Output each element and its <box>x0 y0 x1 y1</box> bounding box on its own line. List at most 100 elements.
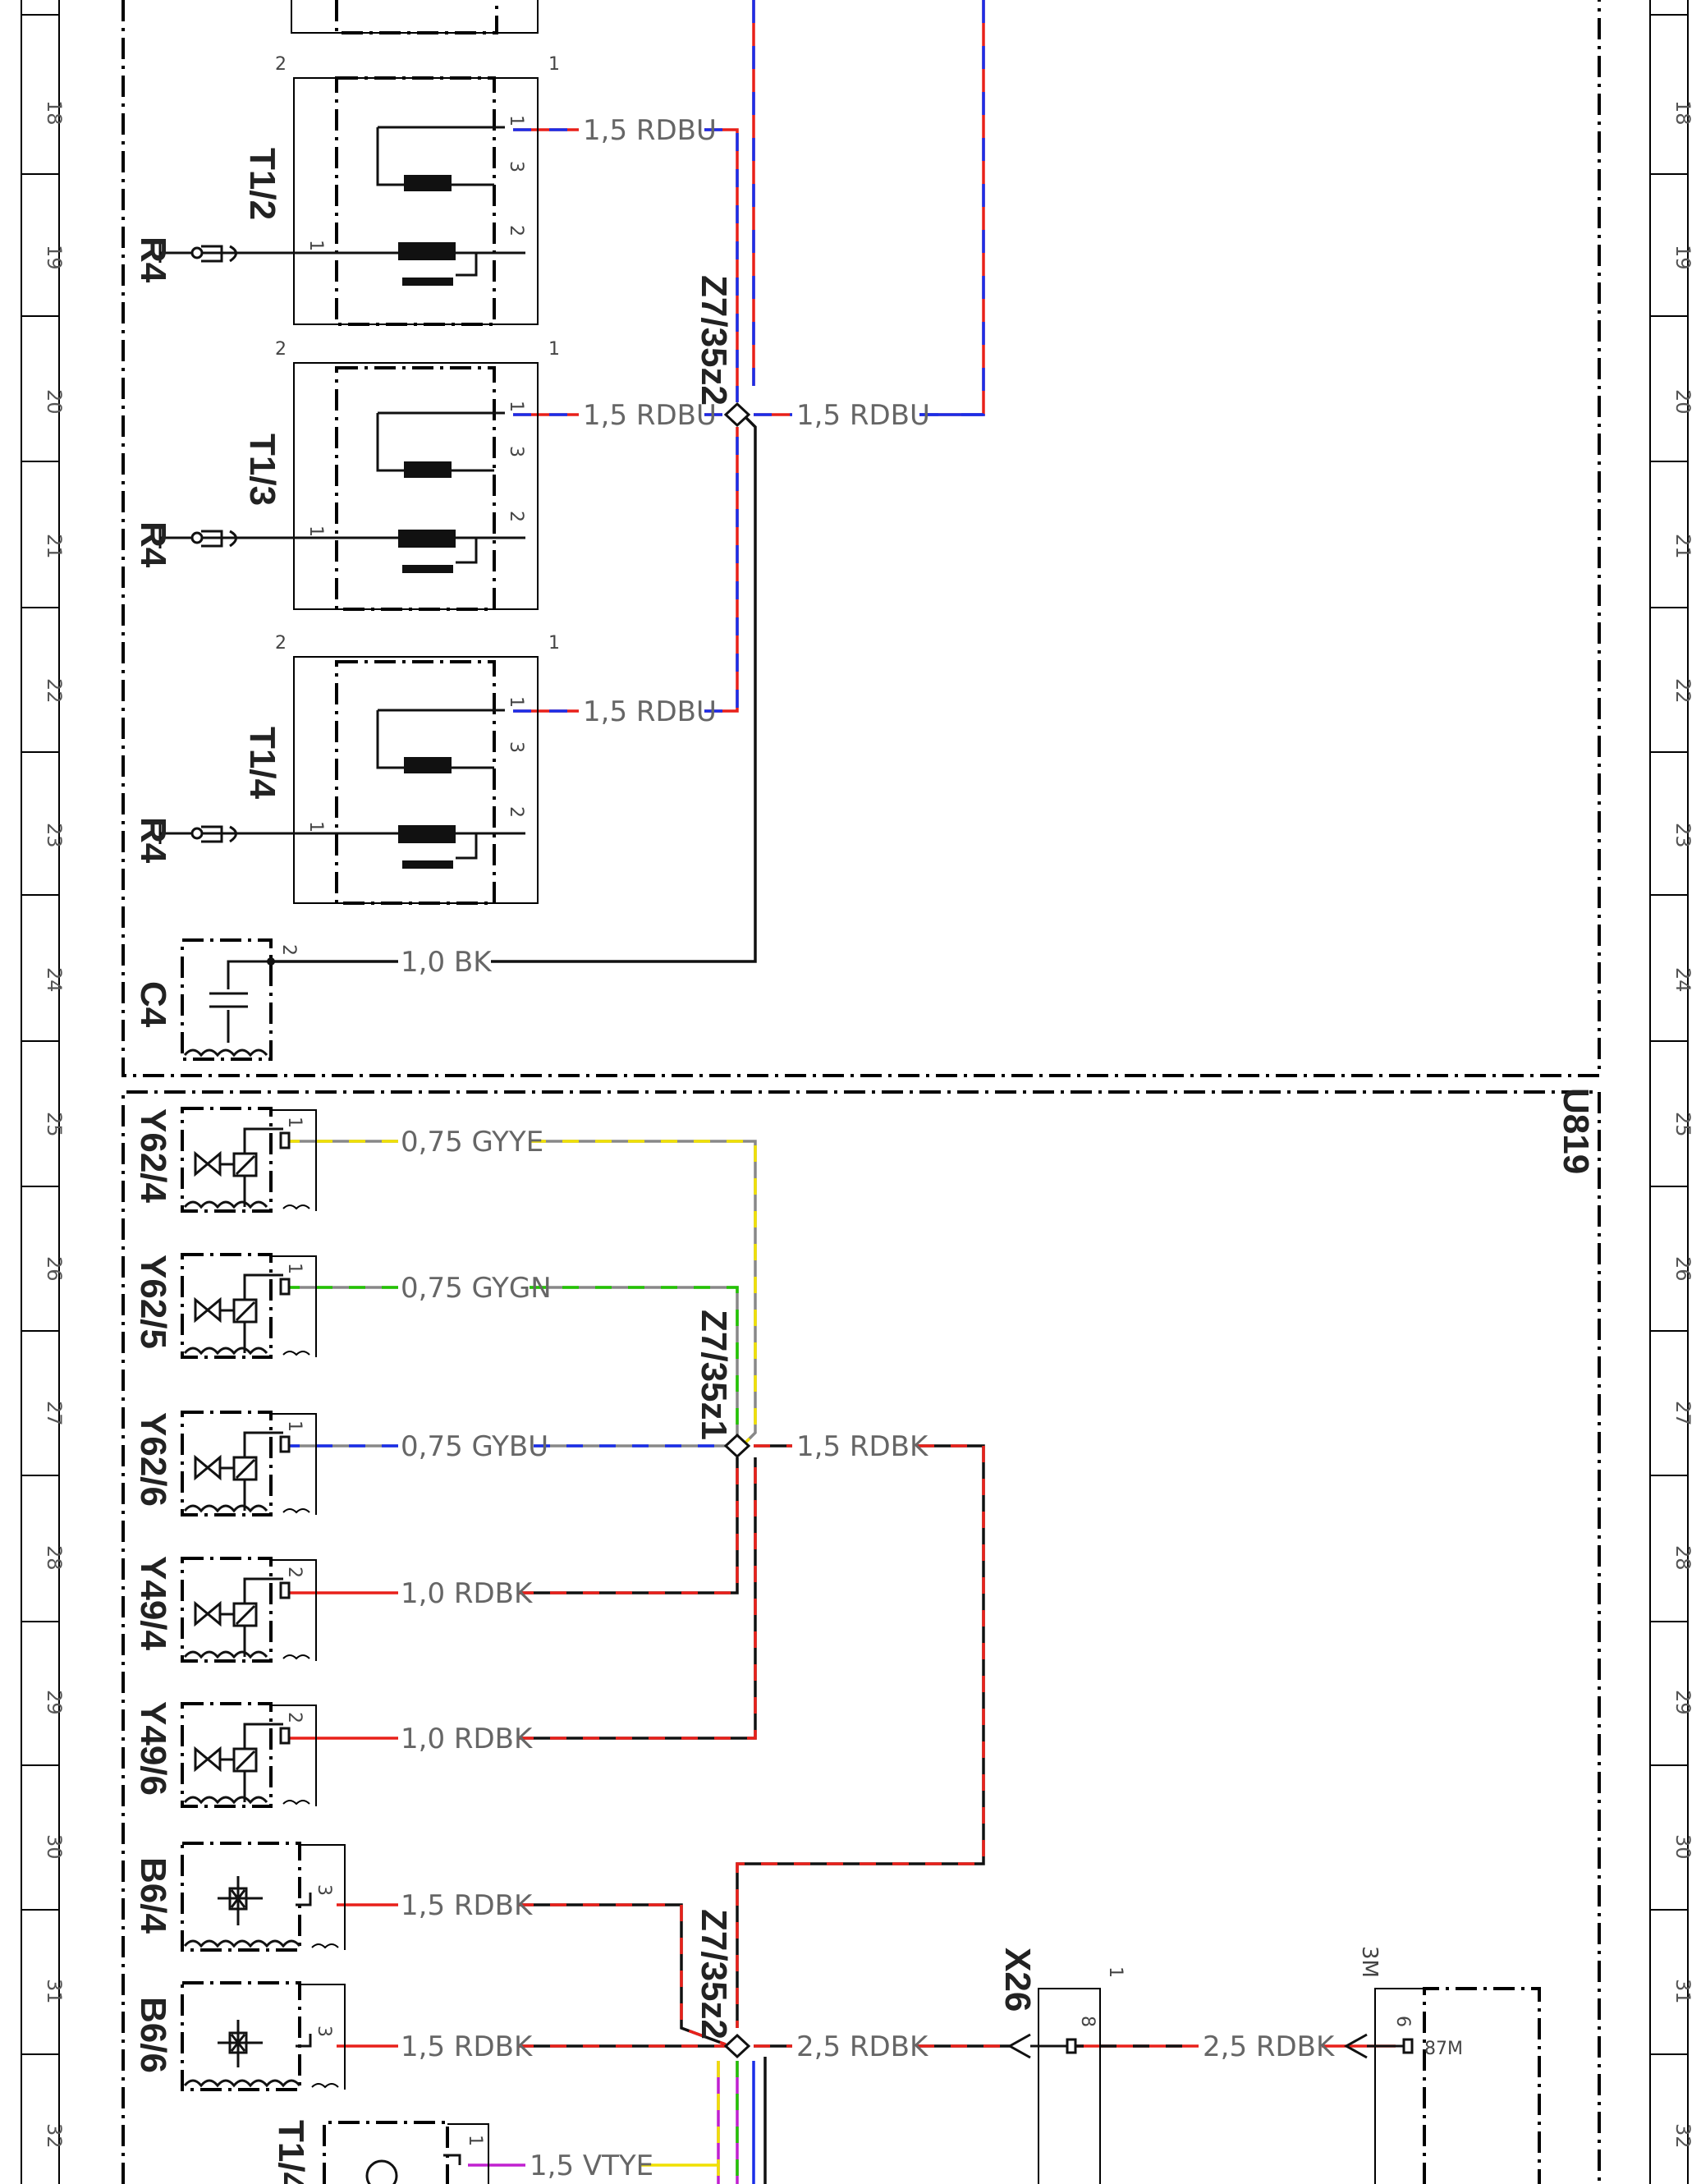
b6-6-label: B6/6 <box>133 1997 173 2073</box>
left-rail-num: 20 <box>43 389 66 415</box>
left-rail-num: 29 <box>43 1690 66 1715</box>
ignition-coil-t1-4-bottom: 1 T1/4 <box>271 2120 489 2184</box>
left-rail-num: 22 <box>43 678 66 704</box>
pin-label: 1 <box>465 2135 485 2146</box>
wire-label: 2,5 RDBK <box>796 2030 929 2063</box>
left-rail-num: 26 <box>43 1256 66 1282</box>
wire-label: 2,5 RDBK <box>1203 2030 1336 2063</box>
pin-label: 6 <box>1392 2016 1413 2027</box>
right-rail-num: 23 <box>1671 823 1694 848</box>
pin-label: 1 <box>548 54 560 75</box>
right-rail-num: 25 <box>1671 1112 1694 1137</box>
pin-label: 3 <box>506 741 526 753</box>
sensor-b6-6: 3 B6/6 <box>133 1981 346 2091</box>
x26-label: X26 <box>997 1948 1038 2012</box>
splice-z7-35z1: Z7/35z1 <box>694 1310 751 1459</box>
r4-label: R4 <box>133 236 173 283</box>
right-rail-num: 27 <box>1671 1401 1694 1426</box>
left-rail-num: 31 <box>43 1979 66 2004</box>
pin-label: 3 <box>506 161 526 172</box>
left-rail-num: 25 <box>43 1112 66 1137</box>
ignition-coil-t1-3: 2 1 1 3 2 1 T1/3 <box>242 339 560 611</box>
right-rail-num: 22 <box>1671 678 1694 704</box>
pin-label: 1 <box>305 821 326 833</box>
wires-bottom <box>283 1140 1396 2184</box>
spark-plug-r4-2: R4 <box>133 521 246 568</box>
wire-label: 1,5 RDBU <box>583 399 717 432</box>
relay-3m: 3M 6 87M <box>1343 1946 1541 2184</box>
pin-label: 2 <box>278 944 299 956</box>
capacitor-c4: 2 C4 <box>133 938 299 1061</box>
terminal-label: 87M <box>1424 2039 1463 2059</box>
wire-label: 1,5 RDBK <box>796 1430 929 1463</box>
right-rail-num: 26 <box>1671 1256 1694 1282</box>
pin-label: 1 <box>284 1263 305 1274</box>
right-rail-num: 31 <box>1671 1979 1694 2004</box>
right-rail-num: 20 <box>1671 389 1694 415</box>
t1-4-label: T1/4 <box>242 727 282 800</box>
left-grid-rail: 18 19 20 21 22 23 24 25 26 27 28 29 30 3… <box>21 0 66 2184</box>
wire-label: 1,0 RDBK <box>401 1577 534 1610</box>
left-rail-num: 18 <box>43 100 66 126</box>
pin-label: 2 <box>284 1712 305 1723</box>
wire-label: 1,5 RDBK <box>401 2030 534 2063</box>
valve-y62-4: 1 Y62/4 <box>133 1107 317 1213</box>
right-rail-num: 32 <box>1671 2123 1694 2149</box>
splice-label: Z7/35z2 <box>694 1909 734 2039</box>
splice-z7-35z2-top: Z7/35z2 <box>694 275 751 428</box>
pin-label: 2 <box>275 633 287 654</box>
relay-label: 3M <box>1357 1946 1382 1978</box>
wire-label: 1,5 RDBU <box>583 114 717 147</box>
y49-6-label: Y49/6 <box>133 1701 173 1796</box>
pin-label: 1 <box>548 633 560 654</box>
right-rail-num: 30 <box>1671 1834 1694 1860</box>
right-rail-num: 19 <box>1671 245 1694 270</box>
valve-y62-6: 1 Y62/6 <box>133 1411 317 1516</box>
pin-label: 1 <box>548 339 560 360</box>
right-rail-num: 29 <box>1671 1690 1694 1715</box>
y62-6-label: Y62/6 <box>133 1412 173 1507</box>
right-grid-rail: 18 19 20 21 22 23 24 25 26 27 28 29 30 3… <box>1649 0 1694 2184</box>
wire-label: 1,5 RDBK <box>401 1889 534 1922</box>
wire-label: 1,5 VTYE <box>530 2150 653 2182</box>
ignition-coil-t1-4: 2 1 1 3 2 1 T1/4 <box>242 633 560 905</box>
t1-4b-label: T1/4 <box>271 2120 311 2184</box>
pin-label: 2 <box>284 1567 305 1578</box>
pin-label: 1 <box>506 696 526 708</box>
right-rail-num: 21 <box>1671 534 1694 559</box>
splice-label: Z7/35z2 <box>694 275 734 406</box>
pin-label: 3 <box>506 446 526 457</box>
wire-label: 0,75 GYYE <box>401 1126 543 1159</box>
pin-label: 8 <box>1077 2016 1098 2027</box>
pin-label: 2 <box>506 806 526 818</box>
b6-4-label: B6/4 <box>133 1857 173 1934</box>
pin-label: 1 <box>1105 1966 1126 1978</box>
left-rail-num: 32 <box>43 2123 66 2149</box>
valve-y49-4: 2 Y49/4 <box>133 1556 317 1663</box>
r4-label: R4 <box>133 521 173 568</box>
wire-label: 1,5 RDBU <box>583 695 717 728</box>
sensor-b6-4: 3 B6/4 <box>133 1842 346 1952</box>
spark-plug-r4-1: R4 <box>133 236 246 283</box>
wire-label: 0,75 GYGN <box>401 1272 552 1305</box>
right-rail-num: 28 <box>1671 1545 1694 1571</box>
wires-top <box>271 0 985 963</box>
left-rail-num: 30 <box>43 1834 66 1860</box>
t1-2-label: T1/2 <box>242 148 282 220</box>
c4-label: C4 <box>133 981 173 1028</box>
right-rail-num: 18 <box>1671 100 1694 126</box>
pin-label: 1 <box>284 1117 305 1128</box>
spark-plug-r4-3: R4 <box>133 817 246 864</box>
splice-label: Z7/35z1 <box>694 1310 734 1440</box>
left-rail-num: 24 <box>43 967 66 993</box>
valve-y62-5: 1 Y62/5 <box>133 1253 317 1359</box>
pin-label: 3 <box>314 2026 334 2037</box>
left-rail-num: 27 <box>43 1401 66 1426</box>
y62-5-label: Y62/5 <box>133 1255 173 1349</box>
left-rail-num: 19 <box>43 245 66 270</box>
left-rail-num: 23 <box>43 823 66 848</box>
valve-y49-6: 2 Y49/6 <box>133 1701 317 1808</box>
pin-label: 2 <box>506 511 526 522</box>
left-rail-num: 21 <box>43 534 66 559</box>
